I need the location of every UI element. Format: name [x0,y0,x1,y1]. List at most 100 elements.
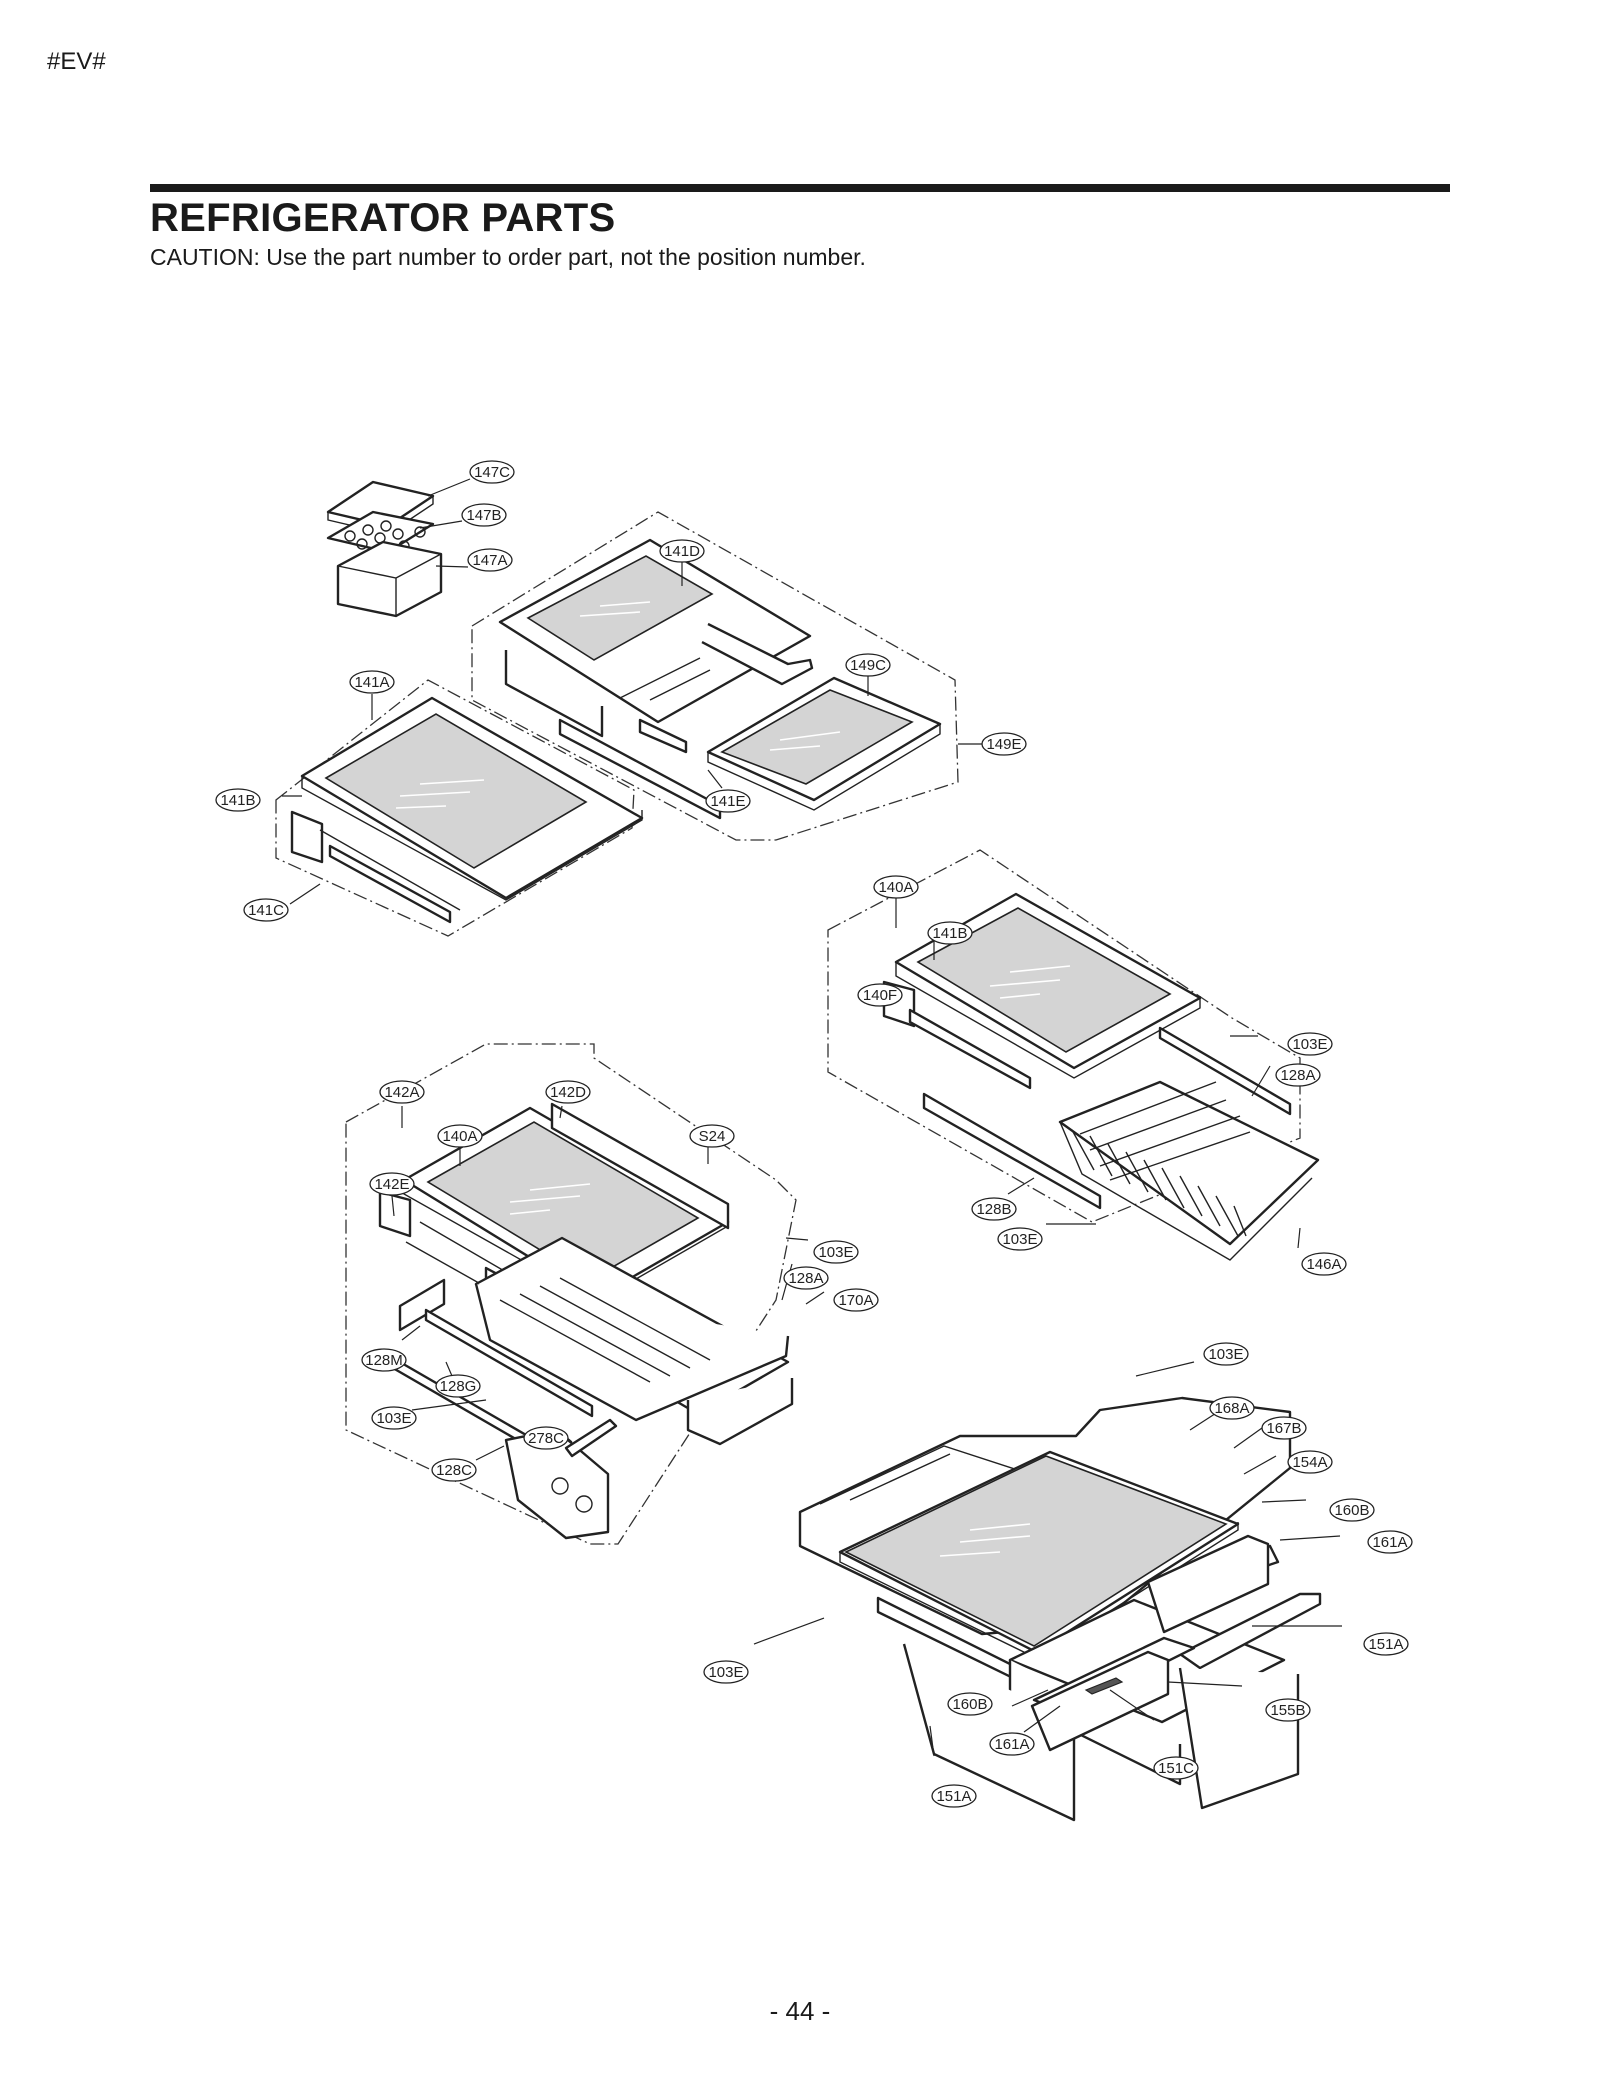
callout-128B: 128B [971,1197,1017,1221]
callout-128A: 128A [783,1266,829,1290]
svg-text:278C: 278C [528,1430,564,1447]
svg-text:155B: 155B [1270,1702,1305,1719]
callout-149E: 149E [981,732,1027,756]
svg-text:149C: 149C [850,657,886,674]
callout-160B: 160B [947,1692,993,1716]
group-outline-149E [471,511,959,841]
svg-text:154A: 154A [1292,1454,1327,1471]
svg-text:103E: 103E [1208,1346,1243,1363]
callout-103E: 103E [813,1240,859,1264]
svg-text:149E: 149E [986,736,1021,753]
svg-text:170A: 170A [838,1292,873,1309]
shelf-140A-right-assembly [882,892,1320,1261]
leader-lines [282,478,1342,1757]
svg-text:151A: 151A [1368,1636,1403,1653]
callout-S24: S24 [689,1124,735,1148]
group-outline-141A [275,679,635,937]
svg-text:151C: 151C [1158,1760,1194,1777]
callout-161A: 161A [989,1732,1035,1756]
callout-151A: 151A [931,1784,977,1808]
svg-text:142D: 142D [550,1084,586,1101]
svg-text:140F: 140F [863,987,897,1004]
svg-text:128C: 128C [436,1462,472,1479]
svg-text:140A: 140A [442,1128,477,1145]
callout-170A: 170A [833,1288,879,1312]
callout-141B: 141B [215,788,261,812]
svg-text:141B: 141B [220,792,255,809]
svg-text:142A: 142A [384,1084,419,1101]
svg-text:160B: 160B [952,1696,987,1713]
svg-text:141E: 141E [710,793,745,810]
svg-text:142E: 142E [374,1176,409,1193]
page-number: - 44 - [769,1996,831,2026]
callout-103E: 103E [703,1660,749,1684]
svg-text:128A: 128A [1280,1067,1315,1084]
callout-142D: 142D [545,1080,591,1104]
svg-text:141B: 141B [932,925,967,942]
callout-141B: 141B [927,921,973,945]
svg-text:103E: 103E [818,1244,853,1261]
svg-text:161A: 161A [1372,1534,1407,1551]
svg-text:160B: 160B [1334,1502,1369,1519]
callout-155B: 155B [1265,1698,1311,1722]
group-outline-142A [345,1043,797,1545]
svg-text:103E: 103E [1292,1036,1327,1053]
callout-151C: 151C [1153,1756,1199,1780]
callout-141E: 141E [705,789,751,813]
svg-text:128M: 128M [365,1352,403,1369]
svg-text:146A: 146A [1306,1256,1341,1273]
svg-text:147C: 147C [474,464,510,481]
callout-147B: 147B [461,503,507,527]
callout-160B: 160B [1329,1498,1375,1522]
callout-128C: 128C [431,1458,477,1482]
callout-103E: 103E [1203,1342,1249,1366]
svg-text:103E: 103E [708,1664,743,1681]
caution-note: CAUTION: Use the part number to order pa… [150,244,866,270]
callout-168A: 168A [1209,1396,1255,1420]
callout-141D: 141D [659,539,705,563]
callout-161A: 161A [1367,1530,1413,1554]
callout-167B: 167B [1261,1416,1307,1440]
callout-103E: 103E [997,1227,1043,1251]
svg-text:103E: 103E [1002,1231,1037,1248]
callout-142A: 142A [379,1080,425,1104]
callout-103E: 103E [371,1406,417,1430]
callout-146A: 146A [1301,1252,1347,1276]
callout-278C: 278C [523,1426,569,1450]
svg-text:167B: 167B [1266,1420,1301,1437]
shelf-142A-assembly [378,1102,794,1540]
group-outline-140A-right [827,849,1301,1223]
svg-text:168A: 168A [1214,1400,1249,1417]
callout-103E: 103E [1287,1032,1333,1056]
crisper-drawer-assembly [798,1396,1322,1822]
callout-128G: 128G [435,1374,481,1398]
callout-141A: 141A [349,670,395,694]
egg-tray-assembly [326,480,443,618]
callout-149C: 149C [845,653,891,677]
callout-140F: 140F [857,983,903,1007]
callout-154A: 154A [1287,1450,1333,1474]
svg-text:151A: 151A [936,1788,971,1805]
callout-142E: 142E [369,1172,415,1196]
svg-text:140A: 140A [878,879,913,896]
svg-text:141C: 141C [248,902,284,919]
callout-147A: 147A [467,548,513,572]
svg-text:141A: 141A [354,674,389,691]
callout-141C: 141C [243,898,289,922]
sliding-shelf-assembly [498,538,942,820]
document-marker: #EV# [47,48,106,75]
callout-140A: 140A [873,875,919,899]
callout-128M: 128M [361,1348,407,1372]
callout-147C: 147C [469,460,515,484]
svg-text:161A: 161A [994,1736,1029,1753]
svg-text:128G: 128G [440,1378,477,1395]
title-rule [150,184,1450,192]
svg-text:141D: 141D [664,543,700,560]
page-title: REFRIGERATOR PARTS [150,196,616,240]
svg-text:147A: 147A [472,552,507,569]
svg-text:103E: 103E [376,1410,411,1427]
callout-151A: 151A [1363,1632,1409,1656]
svg-text:147B: 147B [466,507,501,524]
callout-140A: 140A [437,1124,483,1148]
